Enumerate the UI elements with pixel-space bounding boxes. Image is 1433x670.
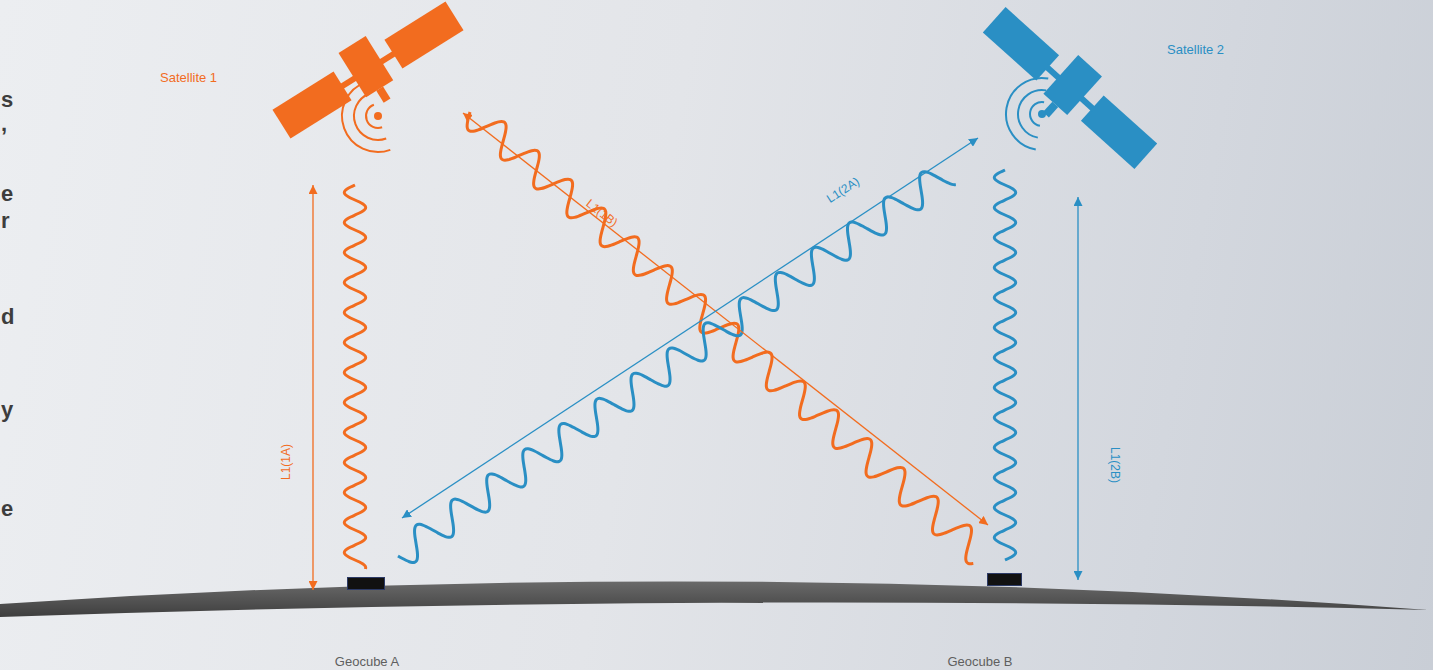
node-label: Geocube A [335,654,399,670]
satellite-body [266,0,474,155]
radio-arc [1030,102,1044,126]
radio-arc [1018,90,1046,138]
node-label: Geocube B [947,654,1012,670]
radio-arc [342,82,390,152]
cropped-text: y [1,398,13,422]
satellite-part [376,87,390,103]
signal-wave [994,170,1015,560]
geocube-device [347,577,385,590]
signal-path-arrow [1077,197,1078,580]
radio-arc [1006,78,1048,149]
antenna-dot [1038,110,1046,118]
signal-label: L1(1A) [279,444,293,480]
signal-path-arrow [402,138,978,518]
signal-label: L1(1B) [583,196,620,229]
radio-arc [366,105,382,128]
signal-wave [467,112,973,564]
cropped-text: e [1,497,13,521]
signal-wave [398,172,956,563]
signal-wave [344,185,365,569]
cropped-text: s [1,88,13,112]
signal-label: L1(2B) [1108,447,1122,483]
satellite-part [339,36,394,97]
node-label: Satellite 2 [1167,42,1224,58]
node-label: Satellite 1 [160,70,217,86]
geocube-device [987,573,1022,586]
satellite-part [384,2,463,69]
satellite-body [970,0,1166,183]
satellite-node: Satellite 2 [978,0,1150,197]
satellite-icon [978,0,1150,197]
ground-station: Geocube A [313,518,402,670]
signal-label: L1(2A) [824,174,862,205]
radio-arc [354,93,386,140]
cropped-text: r [1,209,10,233]
satellite-part [272,71,351,138]
antenna-dot [374,112,382,120]
signal-path-arrow [312,185,313,590]
satellite-icon [270,0,463,185]
earth-surface [0,581,1428,617]
cropped-text: d [1,305,14,329]
satellite-node: Satellite 1 [270,0,463,185]
cropped-text: e [1,182,13,206]
signal-waves [344,112,1015,569]
ground-station: Geocube B [988,525,1078,670]
signal-path-arrow [463,113,988,525]
cropped-text: , [1,112,7,136]
